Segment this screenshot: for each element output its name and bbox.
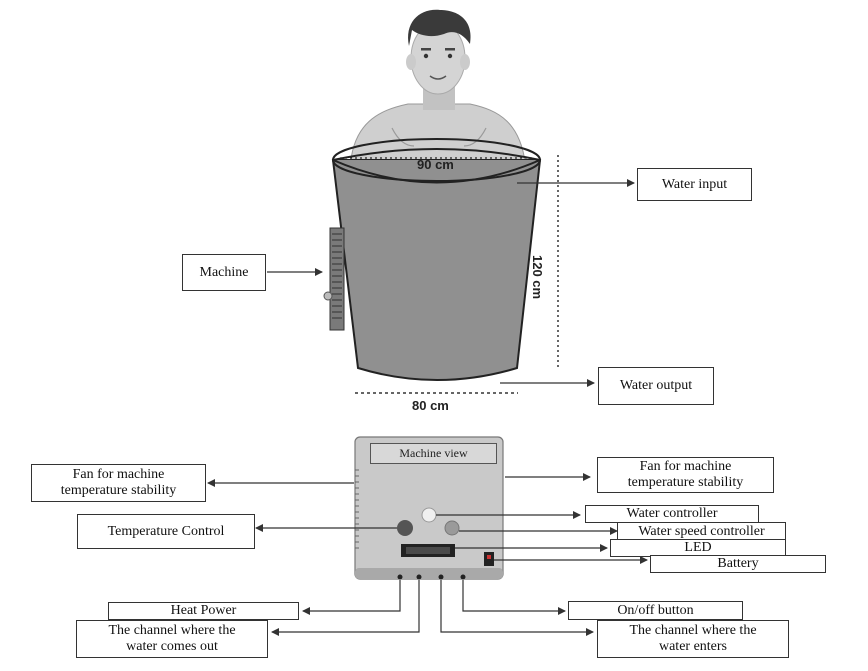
channel-in-line1: The channel where the [629, 623, 757, 638]
machine-panel [354, 436, 504, 580]
water-output-box: Water output [598, 367, 714, 405]
machine-view-title: Machine view [370, 443, 497, 464]
water-controller-box: Water controller [585, 505, 759, 523]
fan-left-line1: Fan for machine [72, 467, 165, 482]
bottom-diameter-label: 80 cm [412, 398, 449, 413]
tub-body [331, 159, 542, 381]
water-speed-knob [444, 520, 460, 536]
channel-out-box: The channel where the water comes out [76, 620, 268, 658]
fan-left-box: Fan for machine temperature stability [31, 464, 206, 502]
hair [408, 9, 471, 46]
person [349, 9, 527, 171]
channel-out-line1: The channel where the [108, 623, 236, 638]
water-input-box: Water input [637, 168, 752, 201]
tub [331, 138, 542, 381]
fan-right-line1: Fan for machine [639, 459, 732, 474]
water-controller-knob [421, 507, 437, 523]
torso [349, 103, 527, 171]
heat-power-box: Heat Power [108, 602, 299, 620]
machine-box: Machine [182, 254, 266, 291]
top-diameter-label: 90 cm [417, 157, 454, 172]
height-label: 120 cm [530, 255, 545, 300]
machine-illustration [323, 227, 345, 331]
temperature-control-box: Temperature Control [77, 514, 255, 549]
channel-in-box: The channel where the water enters [597, 620, 789, 658]
channel-out-line2: water comes out [126, 639, 218, 654]
fan-right-box: Fan for machine temperature stability [597, 457, 774, 493]
led-box: LED [610, 539, 786, 557]
temperature-knob [397, 520, 413, 536]
fan-right-line2: temperature stability [627, 475, 744, 490]
channel-in-line2: water enters [658, 639, 728, 654]
fan-left-line2: temperature stability [60, 483, 177, 498]
battery-box: Battery [650, 555, 826, 573]
on-off-button-box: On/off button [568, 601, 743, 620]
